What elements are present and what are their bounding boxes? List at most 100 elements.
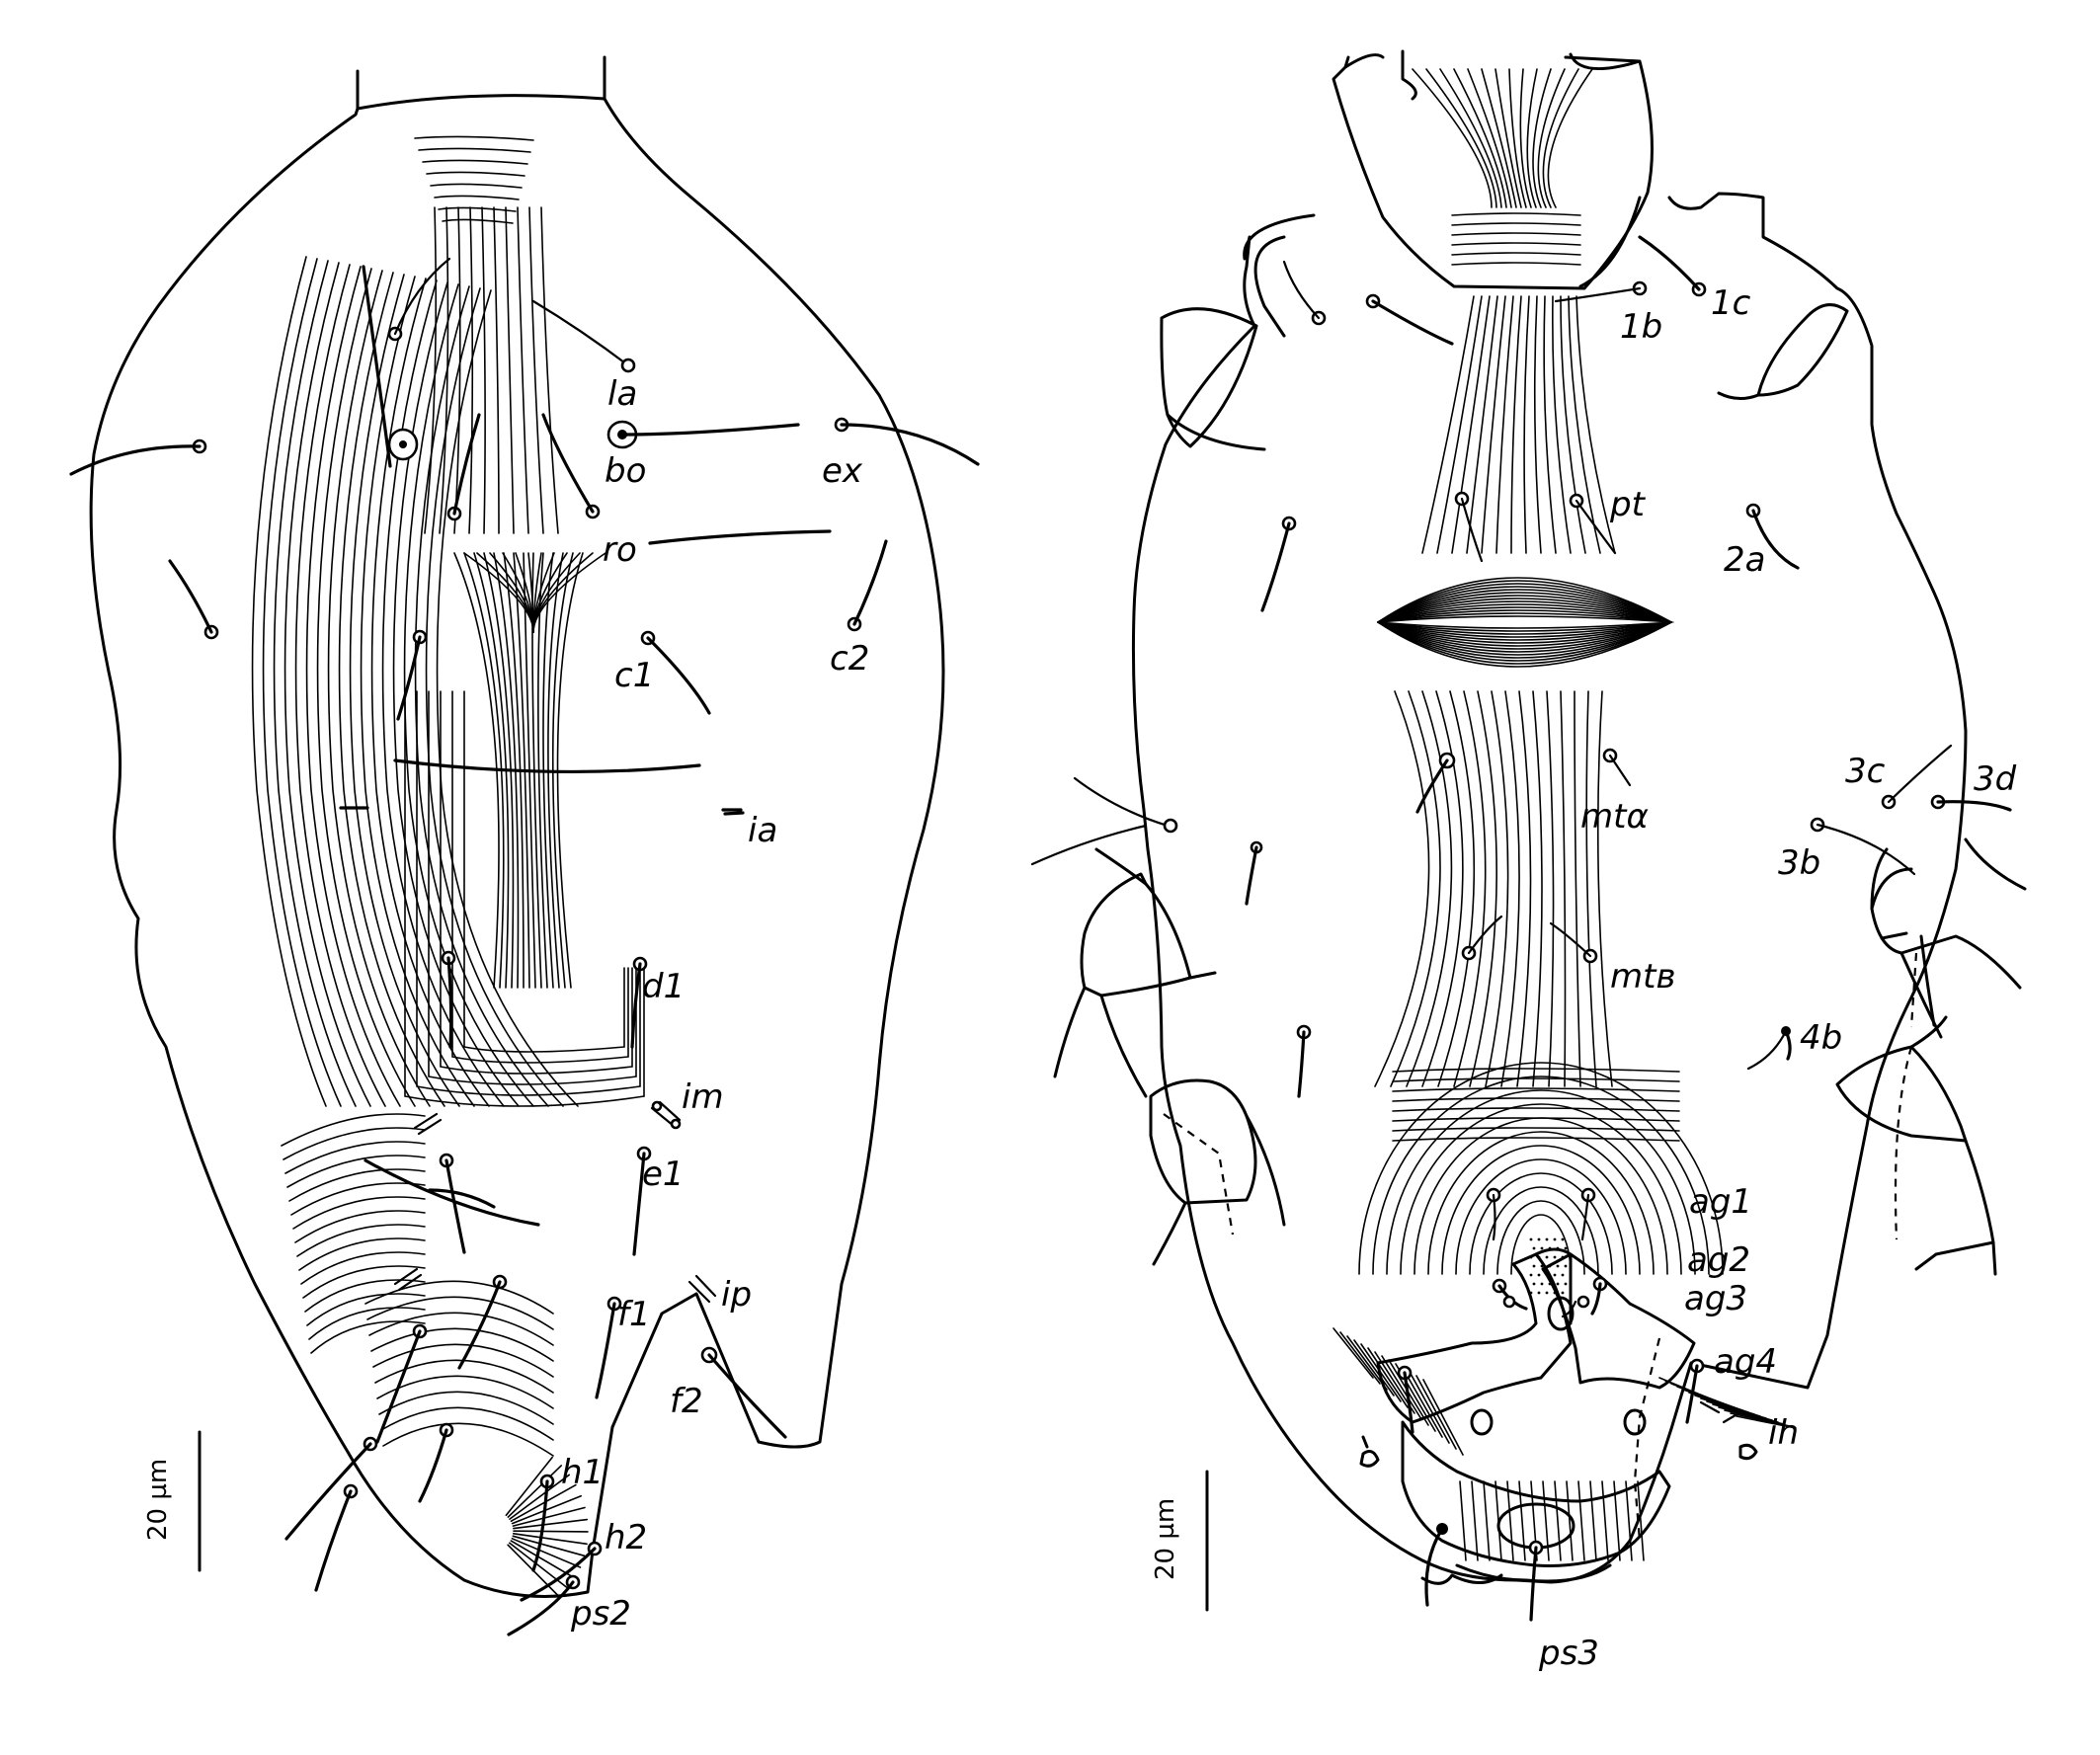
dorsal-stria xyxy=(513,1530,589,1533)
label-ip: ip xyxy=(721,1275,752,1315)
ventral-stria xyxy=(1453,690,1487,1087)
ventral-stria xyxy=(1560,295,1586,554)
genital-dot xyxy=(1537,1291,1541,1295)
label-ag1: ag1 xyxy=(1689,1182,1752,1222)
genital-dot xyxy=(1537,1273,1541,1277)
dorsal-stria xyxy=(493,552,520,989)
label-3b: 3b xyxy=(1778,843,1820,883)
ventral-stria xyxy=(1421,295,1475,554)
dorsal-stria xyxy=(540,206,559,534)
dorsal-stria xyxy=(453,552,500,989)
label-ro: ro xyxy=(603,530,637,570)
ventral-stria xyxy=(1730,1412,1791,1427)
ventral-stria xyxy=(1568,295,1601,554)
ventral-stria xyxy=(1467,68,1512,208)
ventral-stria xyxy=(1390,690,1441,1087)
dorsal-stria xyxy=(310,1320,426,1354)
dorsal-stria xyxy=(294,1210,426,1243)
dorsal-stria xyxy=(382,1422,554,1457)
ventral-stria xyxy=(1542,68,1579,208)
ventral-stria xyxy=(1554,1480,1562,1561)
ventral-stria xyxy=(1483,1480,1491,1561)
ventral-stria xyxy=(1510,295,1522,554)
label-ps3: ps3 xyxy=(1538,1634,1599,1673)
ventral-stria xyxy=(1436,295,1483,554)
dorsal-stria xyxy=(531,552,542,989)
ventral-stria xyxy=(1471,1480,1479,1561)
ventral-stria xyxy=(1533,295,1542,554)
dorsal-stria xyxy=(512,1506,586,1527)
genital-dot xyxy=(1561,1237,1565,1241)
ventral-stria xyxy=(1400,1103,1682,1275)
dorsal-stria xyxy=(451,690,629,1064)
ventral-stria xyxy=(1367,1347,1409,1408)
ventral-stria xyxy=(1412,68,1493,208)
ventral-stria xyxy=(1392,1117,1680,1122)
ventral-legs xyxy=(1030,235,2027,1276)
genital-dot xyxy=(1553,1273,1557,1277)
label-bo: bo xyxy=(605,451,646,491)
dorsal-stria xyxy=(281,1113,426,1147)
dorsal-stria xyxy=(292,1196,426,1230)
label-h2: h2 xyxy=(605,1518,647,1557)
ventral-stria xyxy=(1374,690,1430,1087)
ventral-stria xyxy=(1451,232,1581,236)
ventral-stria xyxy=(1377,577,1673,668)
ventral-stria xyxy=(1427,1131,1655,1275)
ventral-stria xyxy=(1601,1480,1609,1561)
genital-dot xyxy=(1529,1237,1533,1241)
dorsal-view: 20 µm la bo ex ro c1 c2 ia d1 im e1 ip f… xyxy=(69,55,980,1636)
dorsal-stria xyxy=(290,1182,426,1216)
dorsal-stria xyxy=(511,1538,582,1568)
label-2a: 2a xyxy=(1724,540,1765,580)
dorsal-stria xyxy=(509,1474,570,1520)
label-d1: d1 xyxy=(642,967,685,1006)
ventral-subcapitulum-outline xyxy=(1332,49,1654,290)
ventral-stria xyxy=(1451,252,1581,256)
genital-dot xyxy=(1532,1246,1536,1250)
ventral-stria xyxy=(1485,690,1509,1087)
ventral-stria xyxy=(1500,690,1520,1087)
dorsal-stria xyxy=(416,690,641,1096)
genital-dot xyxy=(1540,1246,1544,1250)
genital-dot xyxy=(1553,1237,1557,1241)
genital-dot xyxy=(1556,1264,1560,1268)
label-3c: 3c xyxy=(1845,752,1886,791)
ventral-scale-label: 20 µm xyxy=(1151,1498,1180,1580)
label-im: im xyxy=(682,1077,724,1117)
label-mtb: mtв xyxy=(1610,957,1676,997)
dorsal-stria xyxy=(368,1312,554,1346)
ventral-stria xyxy=(1392,1077,1680,1082)
dorsal-stria xyxy=(306,1293,426,1326)
ventral-stria xyxy=(1469,1172,1613,1275)
dorsal-stria xyxy=(556,552,584,989)
ventral-stria xyxy=(1413,1117,1668,1275)
label-f1: f1 xyxy=(617,1295,651,1334)
dorsal-stria xyxy=(300,1251,426,1285)
dorsal-stria xyxy=(503,552,525,989)
ventral-stria xyxy=(1566,1480,1574,1561)
dorsal-stria xyxy=(296,1224,426,1257)
ventral-stria xyxy=(1519,68,1532,208)
label-ag4: ag4 xyxy=(1714,1342,1777,1382)
ventral-stria xyxy=(1523,295,1530,554)
dorsal-stria xyxy=(439,206,449,534)
dorsal-stria xyxy=(381,279,505,1107)
dorsal-stria xyxy=(434,195,520,200)
ventral-stria xyxy=(1625,1480,1633,1561)
ventral-stria xyxy=(1494,68,1522,208)
dorsal-stria xyxy=(481,206,486,534)
label-pt: pt xyxy=(1609,485,1647,524)
dorsal-stria xyxy=(294,264,386,1107)
label-mta: mtα xyxy=(1580,797,1649,837)
dorsal-stria xyxy=(505,206,515,534)
ventral-stria xyxy=(1574,690,1581,1087)
genital-dot xyxy=(1529,1273,1533,1277)
genital-dot xyxy=(1564,1264,1568,1268)
dorsal-stria xyxy=(463,552,505,989)
ventral-stria xyxy=(1459,1480,1467,1561)
dorsal-stria xyxy=(304,1279,426,1313)
ventral-stria xyxy=(1466,295,1498,554)
dorsal-stria xyxy=(532,552,606,633)
